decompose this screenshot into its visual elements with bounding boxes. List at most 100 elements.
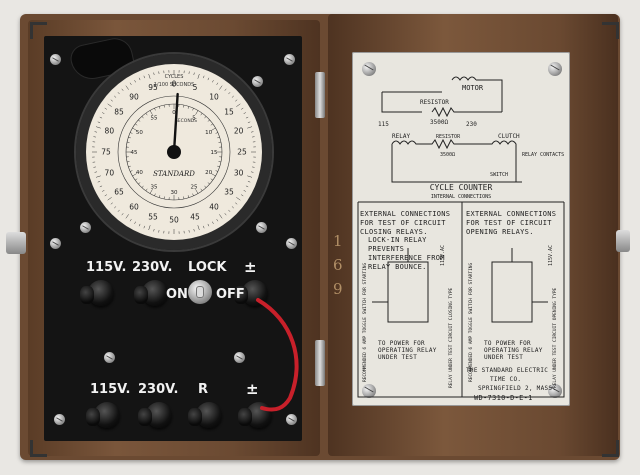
- inner-scale-tick: [154, 193, 156, 196]
- right-latch[interactable]: [616, 230, 630, 252]
- plate-v115ac-2: 115V.AC: [548, 245, 554, 266]
- outer-scale-tick: [125, 85, 129, 90]
- inner-scale-tick: [210, 123, 213, 126]
- plate-model: WD-7310-D-E-1: [474, 394, 533, 402]
- outer-scale-tick: [104, 194, 108, 197]
- plate-title: CYCLE COUNTER: [430, 183, 493, 192]
- outer-scale-label: 90: [129, 93, 139, 102]
- plate-clutch: CLUTCH: [498, 133, 520, 140]
- outer-scale-tick: [231, 206, 234, 209]
- outer-scale-tick: [107, 197, 112, 201]
- inner-scale-tick: [128, 136, 131, 139]
- outer-scale-tick: [117, 209, 120, 212]
- outer-scale-tick: [247, 181, 251, 183]
- outer-scale-tick: [243, 190, 246, 192]
- jack-115v-lower[interactable]: [86, 402, 120, 428]
- outer-scale-label: 30: [234, 169, 244, 178]
- inner-scale-tick: [138, 119, 141, 122]
- inner-scale-tick: [163, 104, 165, 108]
- plate-v115ac: 115V.AC: [440, 245, 446, 266]
- inner-scale-tick: [200, 188, 203, 191]
- inner-scale-label: 30: [171, 190, 178, 196]
- inner-scale-tick: [192, 108, 194, 111]
- outer-scale-tick: [212, 80, 214, 83]
- plate-closing-title: EXTERNAL CONNECTIONS FOR TEST OF CIRCUIT…: [360, 210, 451, 236]
- outer-scale-label: 45: [190, 212, 200, 221]
- outer-scale-label: 50: [169, 216, 179, 225]
- plate-rotated-rec-right: RECOMMENDED 6 AMP TOGGLE SWITCH FOR STAR…: [468, 263, 474, 382]
- meter-top-label: CYCLES: [165, 74, 184, 80]
- hinge: [315, 340, 325, 386]
- meter-unit-label: 1/100 SECONDS: [154, 82, 195, 88]
- plate-subtitle: INTERNAL CONNECTIONS: [431, 194, 491, 200]
- inner-scale-label: 15: [211, 150, 218, 156]
- left-latch[interactable]: [6, 232, 26, 254]
- panel-screw: [80, 222, 91, 233]
- toggle-lever[interactable]: [196, 286, 204, 298]
- outer-scale-tick: [97, 181, 101, 183]
- outer-scale-label: 10: [209, 93, 219, 102]
- red-test-lead[interactable]: [240, 290, 310, 420]
- jack-115v[interactable]: [80, 280, 114, 306]
- outer-scale-tick: [138, 77, 141, 81]
- outer-scale-tick: [193, 228, 195, 232]
- inner-scale-tick: [130, 132, 133, 134]
- inner-scale-tick: [217, 136, 220, 139]
- inner-scale-tick: [126, 141, 130, 143]
- outer-scale-tick: [245, 185, 249, 188]
- outer-scale-tick: [236, 103, 241, 107]
- outer-scale-tick: [134, 221, 136, 224]
- outer-scale-tick: [219, 214, 223, 219]
- plate-rotated-left: RELAY UNDER TEST CIRCUIT CLOSING TYPE: [448, 287, 454, 388]
- outer-scale-tick: [231, 95, 234, 98]
- jack-r[interactable]: [188, 402, 222, 428]
- outer-scale-tick: [240, 194, 244, 197]
- label-230v-lower: 230V.: [138, 382, 179, 397]
- corner-bracket: [30, 22, 47, 39]
- label-plusminus-lower: ±: [246, 380, 259, 398]
- corner-bracket: [602, 440, 619, 457]
- panel-screw: [256, 222, 267, 233]
- inner-scale-label: 0: [172, 110, 176, 116]
- jack-plusminus-lower[interactable]: [238, 402, 272, 428]
- inner-scale-tick: [149, 110, 153, 115]
- inner-scale-tick: [207, 182, 210, 185]
- inner-scale-tick: [211, 127, 216, 131]
- outer-scale-label: 35: [224, 188, 234, 197]
- jack-230v[interactable]: [134, 280, 168, 306]
- outer-scale-label: 80: [105, 127, 115, 136]
- inner-scale-tick: [217, 165, 220, 168]
- plate-screw: [362, 384, 376, 398]
- outer-scale-tick: [240, 107, 244, 110]
- inner-scale-tick: [132, 173, 137, 177]
- panel-screw: [54, 414, 65, 425]
- outer-scale-label: 95: [148, 83, 158, 92]
- outer-scale-tick: [219, 85, 223, 90]
- plate-power-note-left: TO POWER FOR OPERATING RELAY UNDER TEST: [378, 340, 437, 361]
- inner-scale-tick: [130, 170, 133, 172]
- inner-scale-tick: [135, 123, 138, 126]
- outer-scale-tick: [250, 171, 254, 173]
- plate-resistor: RESISTOR: [420, 99, 449, 106]
- inner-scale-tick: [187, 195, 190, 198]
- outer-scale-tick: [203, 225, 205, 229]
- plate-relay-contacts: RELAY CONTACTS: [522, 152, 564, 158]
- plate-resistor-value: 3500Ω: [430, 119, 448, 126]
- outer-scale-label: 5: [193, 83, 198, 92]
- outer-scale-tick: [107, 103, 112, 107]
- label-115v-lower: 115V.: [90, 382, 131, 397]
- outer-scale-tick: [224, 213, 227, 216]
- meter-needle: [172, 92, 179, 154]
- plate-screw: [362, 62, 376, 76]
- outer-scale-tick: [95, 126, 101, 129]
- outer-scale-tick: [129, 82, 132, 86]
- outer-scale-tick: [148, 225, 151, 231]
- jack-230v-lower[interactable]: [138, 402, 172, 428]
- outer-scale-tick: [104, 107, 108, 110]
- outer-scale-tick: [247, 126, 253, 129]
- panel-screw: [104, 352, 115, 363]
- outer-scale-tick: [99, 116, 103, 119]
- inner-scale-tick: [132, 127, 137, 131]
- outer-scale-tick: [94, 131, 98, 133]
